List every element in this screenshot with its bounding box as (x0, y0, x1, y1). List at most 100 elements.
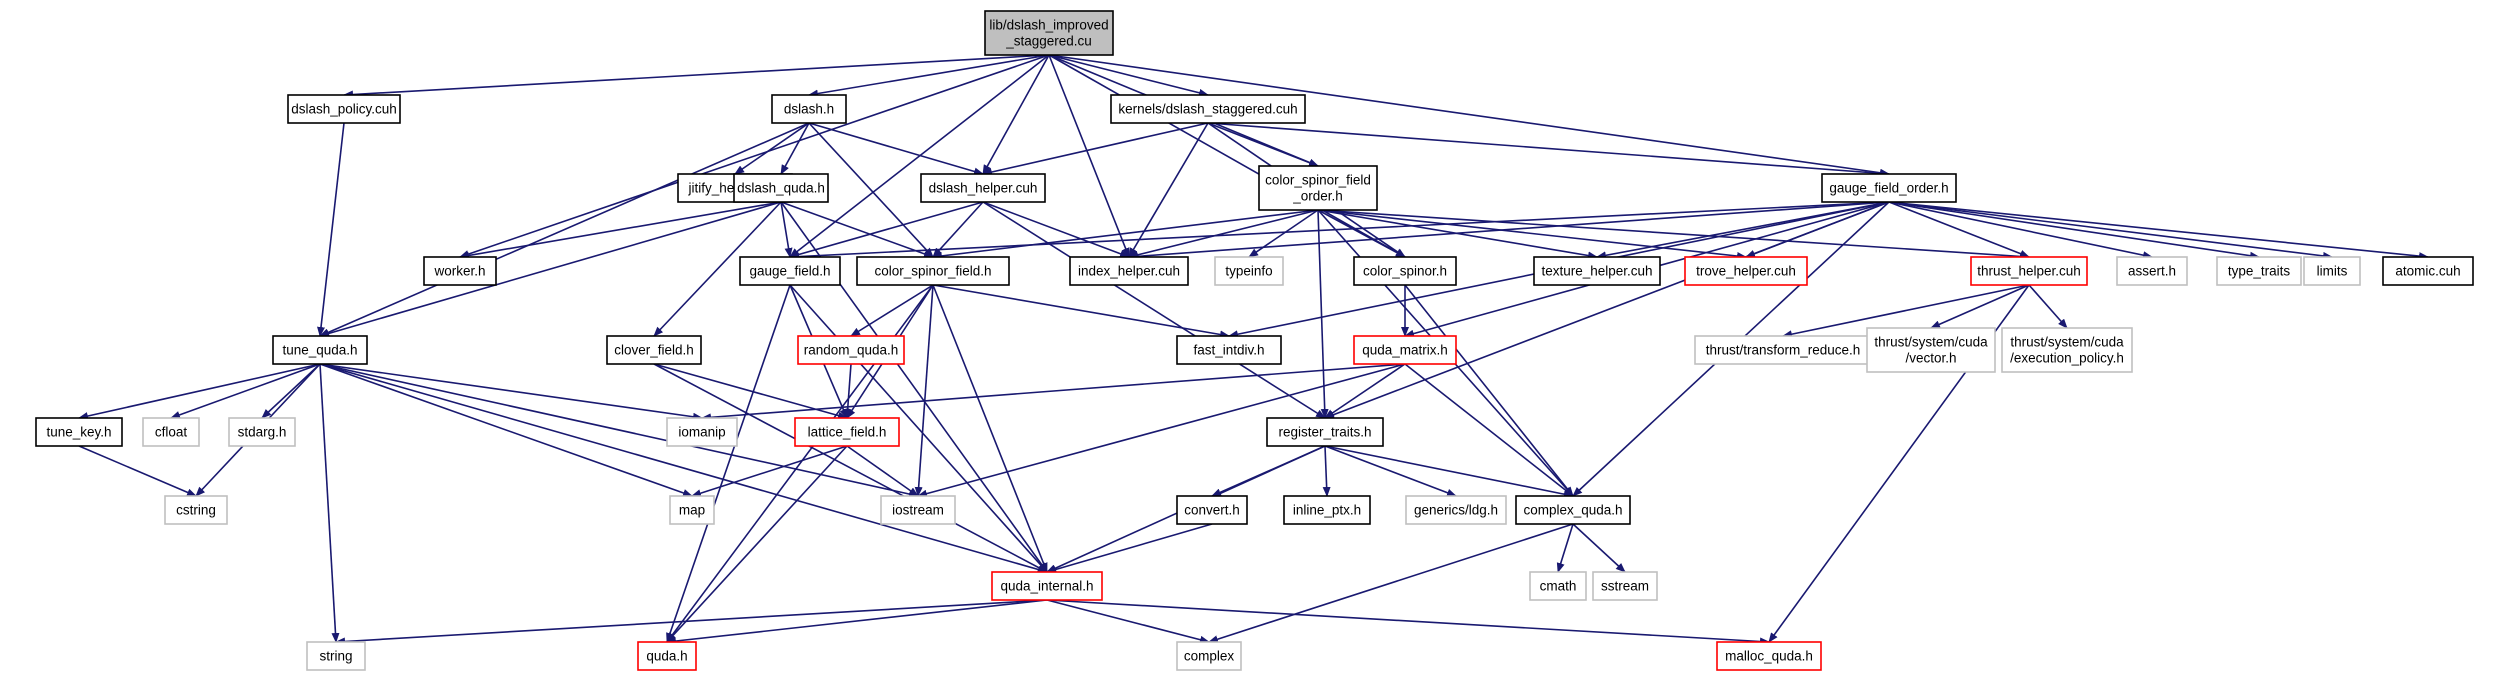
node-box (1515, 495, 1631, 525)
node-gauge-field-order[interactable]: gauge_field_order.h (1821, 173, 1957, 203)
node-thrust-transform-reduce[interactable]: thrust/transform_reduce.h (1694, 335, 1872, 365)
node-kernels-dslash-staggered[interactable]: kernels/dslash_staggered.cuh (1110, 94, 1306, 124)
node-iostream[interactable]: iostream (880, 495, 956, 525)
node-label: typeinfo (1225, 264, 1272, 279)
edge-tune-quda-to-map (319, 363, 693, 497)
node-worker[interactable]: worker.h (423, 256, 497, 286)
node-clover-field[interactable]: clover_field.h (606, 335, 702, 365)
edge-lattice-field-to-quda-h (666, 445, 848, 643)
node-dslash-quda[interactable]: dslash_quda.h (733, 173, 829, 203)
node-iomanip[interactable]: iomanip (666, 417, 738, 447)
node-malloc-quda[interactable]: malloc_quda.h (1716, 641, 1822, 671)
node-dslash-helper[interactable]: dslash_helper.cuh (920, 173, 1046, 203)
node-typeinfo[interactable]: typeinfo (1214, 256, 1284, 286)
edge-tune-quda-to-tune-key (78, 363, 321, 420)
edge-root-to-kernels-dslash-staggered (1048, 54, 1209, 97)
node-limits[interactable]: limits (2303, 256, 2361, 286)
node-label: atomic.cuh (2395, 264, 2460, 279)
edge-kernels-dslash-staggered-to-dslash-helper (982, 122, 1209, 176)
edge-tune-key-to-cstring (78, 445, 197, 497)
node-box (306, 641, 366, 671)
node-generics-ldg[interactable]: generics/ldg.h (1405, 495, 1507, 525)
edge-dslash-h-to-dslash-quda (780, 122, 810, 175)
node-label: tune_key.h (46, 425, 111, 440)
node-box (1283, 495, 1371, 525)
node-thrust-helper[interactable]: thrust_helper.cuh (1970, 256, 2088, 286)
edge-dslash-helper-to-register-traits (982, 201, 1326, 419)
node-box (1176, 495, 1248, 525)
node-string[interactable]: string (306, 641, 366, 671)
node-atomic[interactable]: atomic.cuh (2382, 256, 2474, 286)
node-color-spinor-field-order[interactable]: color_spinor_field_order.h (1258, 165, 1378, 211)
node-trove-helper[interactable]: trove_helper.cuh (1684, 256, 1808, 286)
node-register-traits[interactable]: register_traits.h (1266, 417, 1384, 447)
node-dslash-policy[interactable]: dslash_policy.cuh (287, 94, 401, 124)
node-fast-intdiv[interactable]: fast_intdiv.h (1176, 335, 1282, 365)
edge-color-spinor-field-order-to-color-spinor-field (932, 209, 1319, 260)
edge-gauge-field-to-quda-h (666, 284, 791, 643)
node-thrust-execution-policy[interactable]: thrust/system/cuda/execution_policy.h (2001, 327, 2133, 373)
edge-color-spinor-field-order-to-typeinfo (1248, 209, 1319, 258)
node-root[interactable]: lib/dslash_improved_staggered.cu (984, 10, 1114, 56)
node-lattice-field[interactable]: lattice_field.h (794, 417, 900, 447)
edge-lattice-field-to-map (691, 445, 848, 498)
node-stdarg[interactable]: stdarg.h (228, 417, 296, 447)
node-tune-key[interactable]: tune_key.h (35, 417, 123, 447)
edge-dslash-h-to-jitify-helper (734, 122, 810, 175)
node-complex-quda[interactable]: complex_quda.h (1515, 495, 1631, 525)
edge-quda-matrix-to-complex-quda (1404, 363, 1574, 497)
node-box (2001, 327, 2133, 373)
node-random-quda[interactable]: random_quda.h (797, 335, 905, 365)
node-complex[interactable]: complex (1176, 641, 1242, 671)
node-box (1684, 256, 1808, 286)
node-quda-h[interactable]: quda.h (637, 641, 697, 671)
node-label: dslash_quda.h (737, 181, 825, 196)
node-box (771, 94, 847, 124)
node-label: texture_helper.cuh (1541, 264, 1652, 279)
node-cfloat[interactable]: cfloat (142, 417, 200, 447)
node-cstring[interactable]: cstring (164, 495, 228, 525)
node-label: _staggered.cu (1005, 34, 1092, 49)
edge-kernels-dslash-staggered-to-gauge-field-order (1207, 122, 1890, 178)
node-label: /execution_policy.h (2010, 351, 2124, 366)
edge-quda-internal-to-quda-h (666, 599, 1048, 645)
node-box (1694, 335, 1872, 365)
node-inline-ptx[interactable]: inline_ptx.h (1283, 495, 1371, 525)
node-color-spinor[interactable]: color_spinor.h (1353, 256, 1457, 286)
node-box (984, 10, 1114, 56)
node-box (287, 94, 401, 124)
node-sstream[interactable]: sstream (1592, 571, 1658, 601)
node-cmath[interactable]: cmath (1529, 571, 1587, 601)
node-label: thrust_helper.cuh (1977, 264, 2081, 279)
node-quda-internal[interactable]: quda_internal.h (991, 571, 1103, 601)
edge-quda-matrix-to-iomanip (701, 363, 1406, 422)
edge-root-to-dslash-helper (982, 54, 1050, 175)
edge-dslash-helper-to-gauge-field (789, 201, 984, 259)
edge-gauge-field-order-to-thrust-helper (1888, 201, 2030, 258)
node-color-spinor-field[interactable]: color_spinor_field.h (856, 256, 1010, 286)
node-label: cstring (176, 503, 216, 518)
node-box (1353, 335, 1457, 365)
node-tune-quda[interactable]: tune_quda.h (272, 335, 368, 365)
node-box (1176, 641, 1242, 671)
node-box (856, 256, 1010, 286)
node-gauge-field[interactable]: gauge_field.h (739, 256, 841, 286)
node-index-helper[interactable]: index_helper.cuh (1069, 256, 1189, 286)
node-map[interactable]: map (669, 495, 715, 525)
node-convert[interactable]: convert.h (1176, 495, 1248, 525)
node-dslash-h[interactable]: dslash.h (771, 94, 847, 124)
edge-gauge-field-order-to-atomic (1888, 201, 2429, 261)
node-label: quda_internal.h (1000, 579, 1093, 594)
edge-dslash-h-to-tune-quda (319, 122, 810, 337)
edge-quda-matrix-to-register-traits (1324, 363, 1406, 419)
node-type-traits[interactable]: type_traits (2216, 256, 2302, 286)
node-assert-h[interactable]: assert.h (2116, 256, 2188, 286)
node-box (733, 173, 829, 203)
node-quda-matrix[interactable]: quda_matrix.h (1353, 335, 1457, 365)
node-thrust-vector[interactable]: thrust/system/cuda/vector.h (1866, 327, 1996, 373)
edge-tune-quda-to-iostream (319, 363, 919, 498)
node-texture-helper[interactable]: texture_helper.cuh (1533, 256, 1661, 286)
edge-dslash-helper-to-color-spinor-field (932, 201, 984, 258)
node-box (794, 417, 900, 447)
